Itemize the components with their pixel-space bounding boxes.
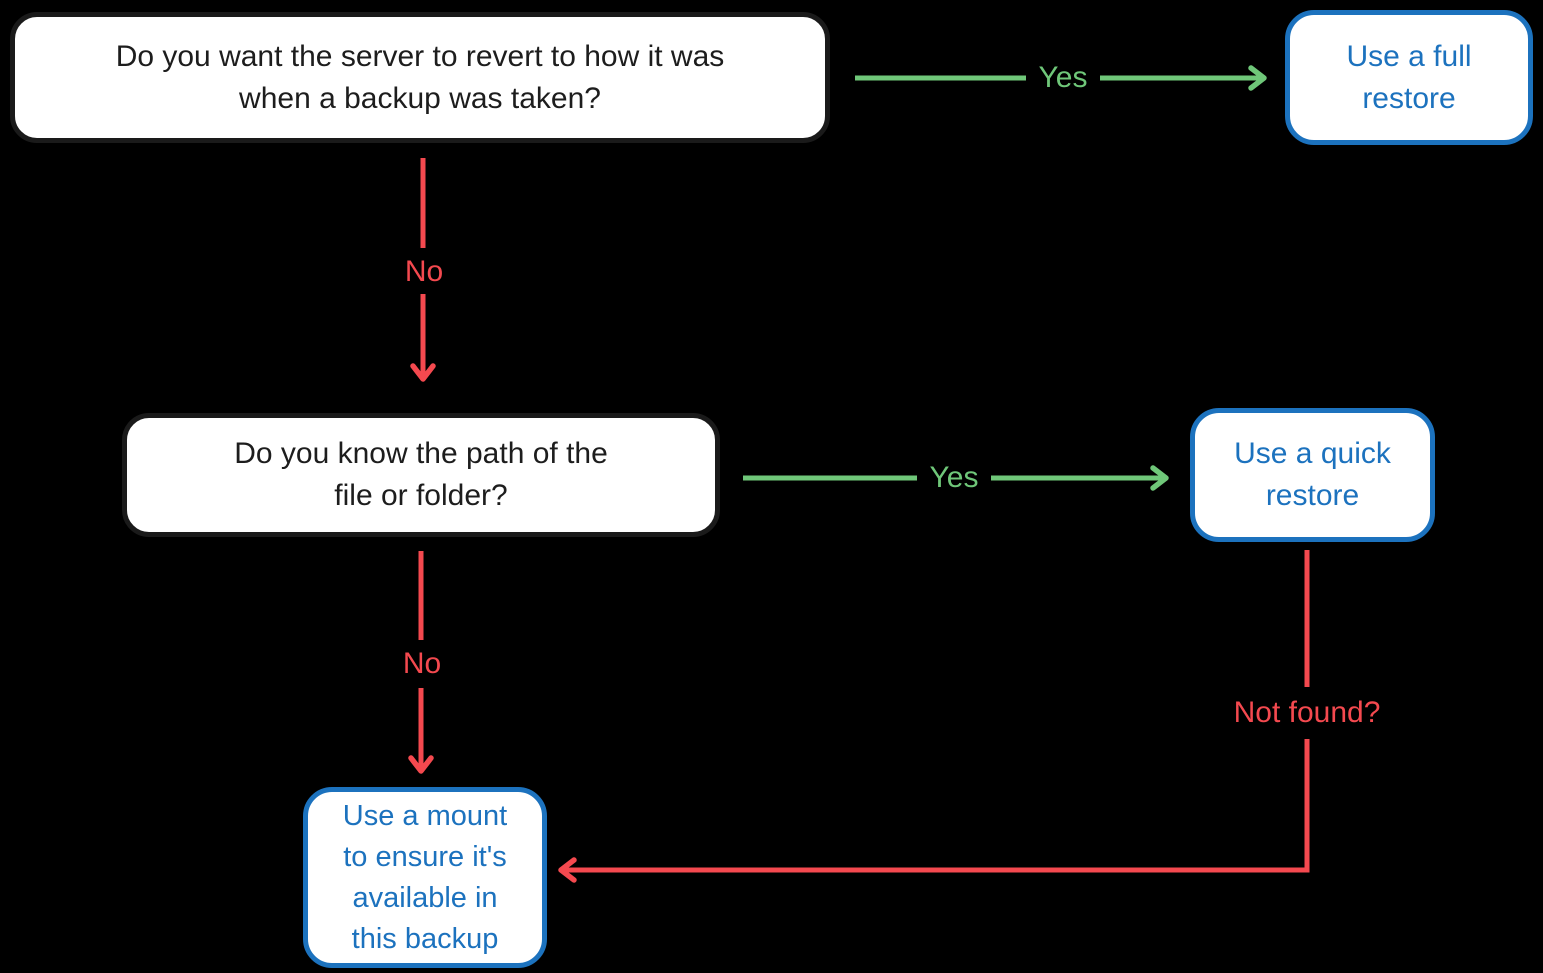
edge-label-q1-yes: Yes [1038, 61, 1088, 94]
action-quick-restore: Use a quick restore [1190, 408, 1435, 542]
action-full-restore: Use a full restore [1285, 10, 1533, 145]
edge-label-q2-yes: Yes [929, 461, 979, 494]
decision-know-path-text: Do you know the path of the file or fold… [234, 437, 608, 512]
action-use-mount: Use a mount to ensure it's available in … [303, 787, 547, 968]
action-use-mount-text: Use a mount to ensure it's available in … [342, 799, 508, 955]
edge-label-not-found: Not found? [1233, 696, 1381, 729]
decision-revert-to-backup-text: Do you want the server to revert to how … [115, 39, 725, 115]
action-quick-restore-text: Use a quick restore [1234, 437, 1391, 512]
edge-notfound-line-b [558, 739, 1310, 883]
decision-revert-to-backup: Do you want the server to revert to how … [10, 12, 830, 143]
edge-label-q1-no: No [404, 255, 444, 288]
decision-know-path: Do you know the path of the file or fold… [122, 413, 720, 537]
edge-label-q2-no: No [402, 647, 442, 680]
action-full-restore-text: Use a full restore [1346, 39, 1472, 115]
